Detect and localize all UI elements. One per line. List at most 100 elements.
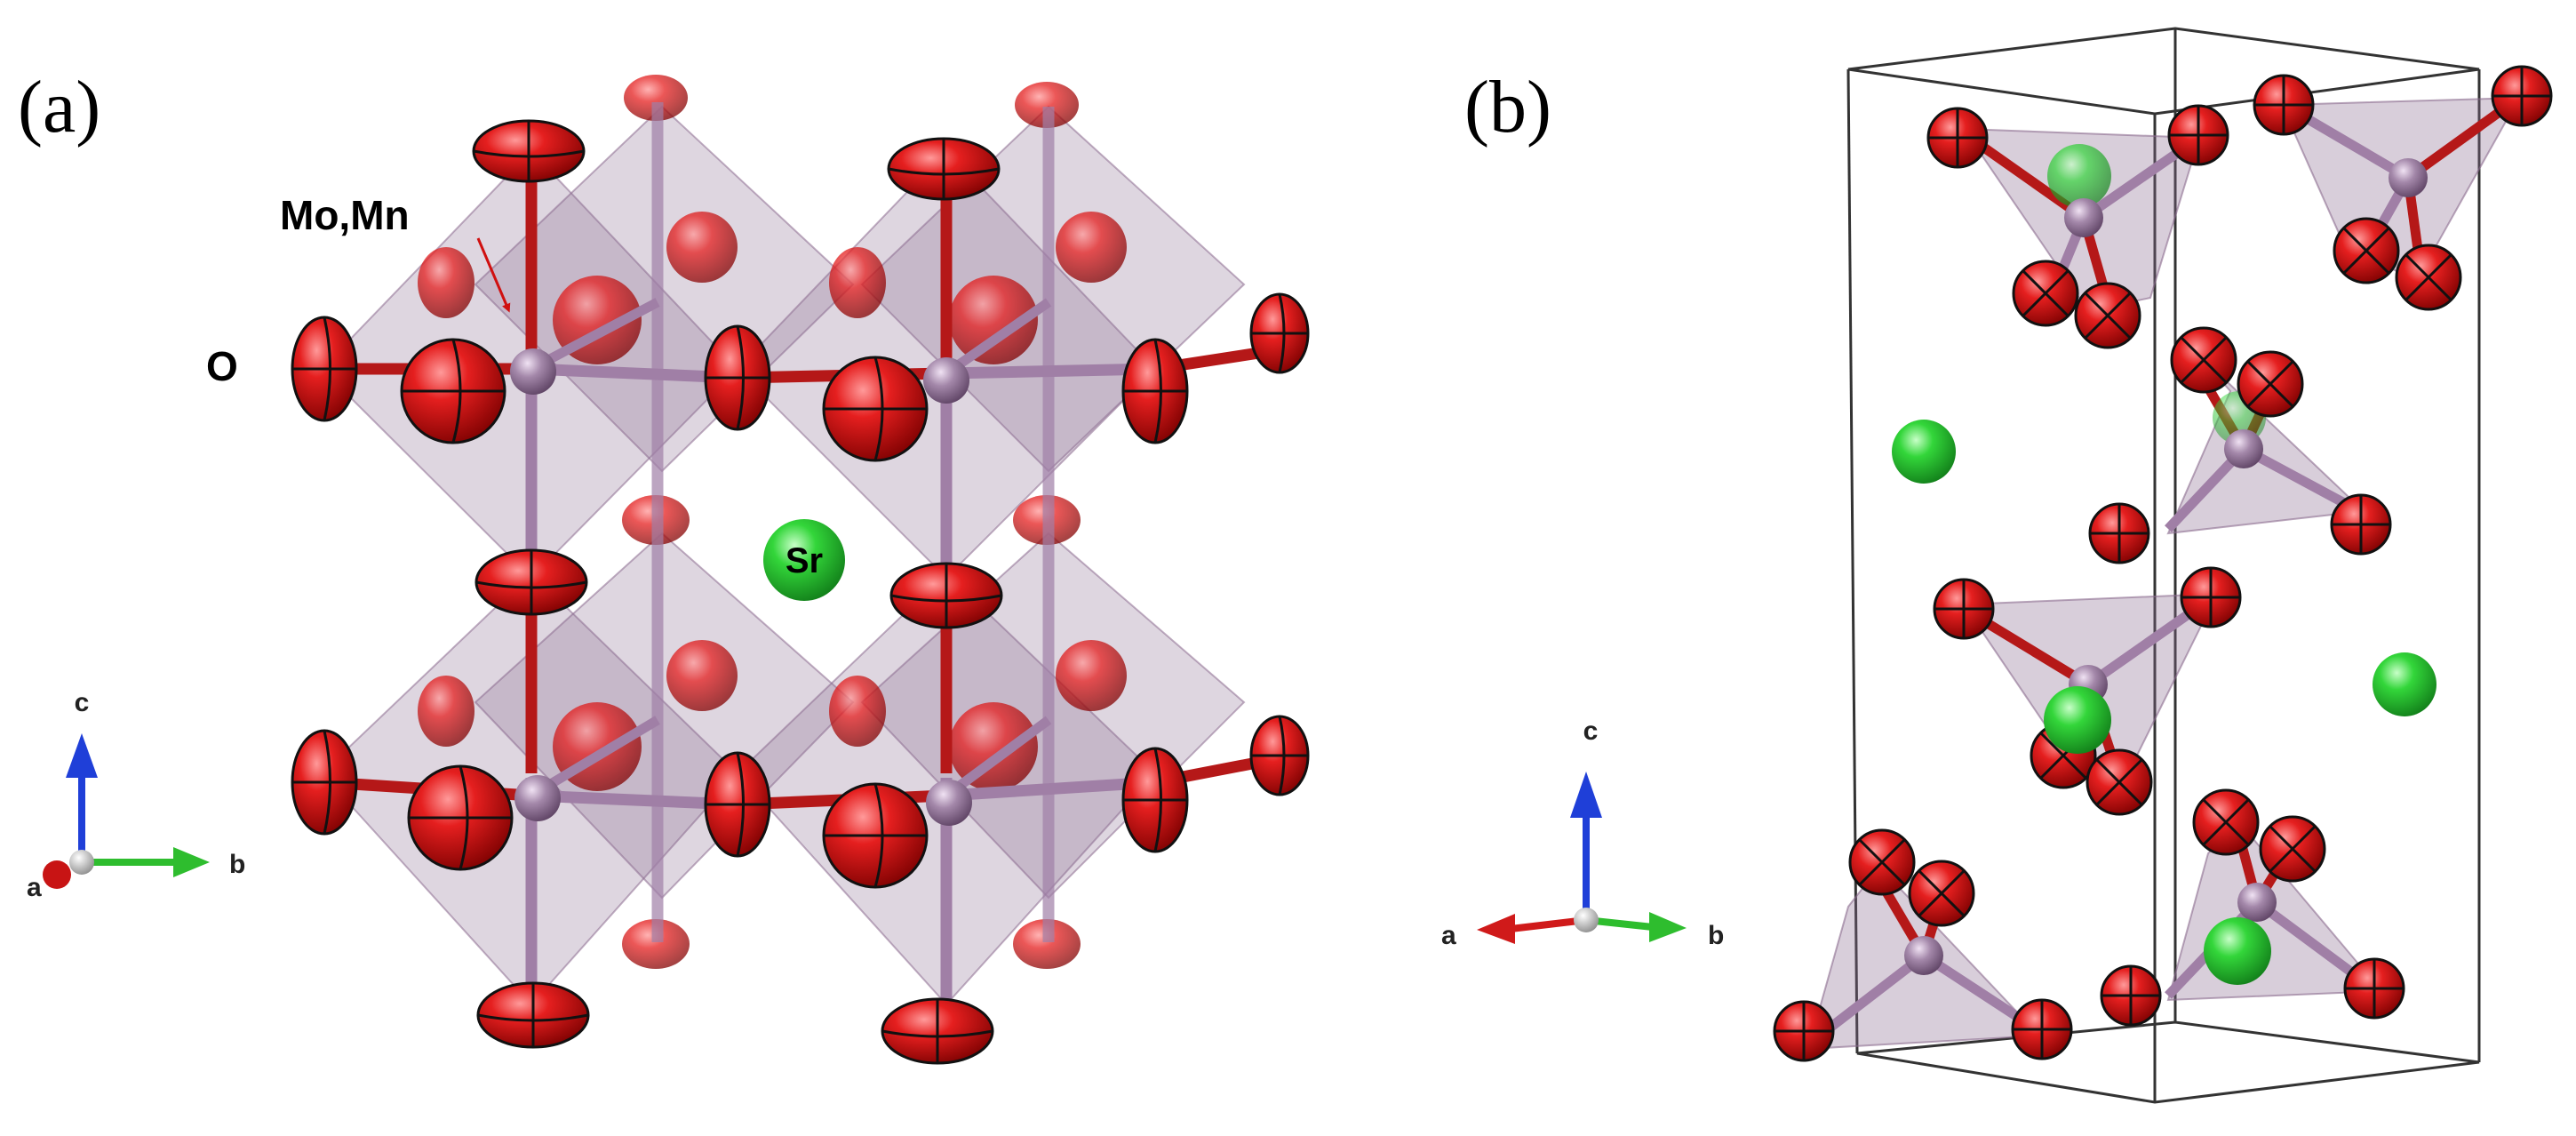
oxygen-atom [2100, 964, 2162, 1027]
cation-atom [2064, 198, 2103, 237]
oxygen-atom [291, 316, 358, 422]
oxygen-atom [622, 919, 690, 969]
oxygen-atom [2192, 788, 2260, 856]
panel-a-back-atoms [418, 75, 1127, 969]
panel-a-cations [510, 348, 972, 826]
oxygen-atom [2343, 957, 2405, 1020]
oxygen-atom [1056, 640, 1127, 711]
axis-a-label: a [27, 873, 42, 902]
strontium-atom [2204, 917, 2271, 985]
axis-origin [69, 850, 94, 875]
oxygen-atom [666, 212, 738, 283]
oxygen-atom [2237, 350, 2304, 418]
oxygen-atom [822, 782, 929, 889]
oxygen-atom [2011, 998, 2073, 1060]
oxygen-atom [418, 247, 475, 318]
oxygen-atom [704, 751, 771, 858]
cation-atom [923, 357, 969, 404]
axis-a-label: a [1441, 921, 1456, 950]
oxygen-atom [1773, 1000, 1835, 1062]
oxygen-atom [1908, 860, 1975, 927]
mo-mn-pointer-arrow [476, 237, 511, 313]
oxygen-atom [2088, 502, 2150, 564]
unit-cell-box [1846, 27, 2481, 1104]
axis-c-arrow [66, 733, 98, 778]
oxygen-atom [2180, 566, 2242, 628]
strontium-atom [763, 519, 845, 601]
bond [945, 776, 1156, 802]
strontium-atom [2373, 652, 2436, 716]
panel-b-label: (b) [1464, 66, 1551, 148]
oxygen-atom [887, 137, 1001, 201]
oxygen-atom [1249, 292, 1310, 374]
bond [945, 363, 1156, 380]
panel-b-axis-triad: c a b [1441, 716, 1724, 950]
oxygen-atom [2333, 217, 2400, 284]
oxygen-atom [2491, 65, 2553, 127]
axis-c-label: c [75, 688, 90, 717]
oxygen-atom [949, 702, 1038, 791]
oxygen-atom [624, 75, 688, 121]
cation-atom [514, 775, 561, 821]
oxygen-atom [1848, 828, 1916, 896]
panel-a-front-atoms [291, 119, 1310, 1065]
oxygen-atom [472, 119, 586, 183]
axis-b-arrow [173, 847, 210, 877]
oxygen-atom [2395, 244, 2462, 311]
axis-origin [1574, 908, 1599, 932]
oxygen-atom [704, 324, 771, 431]
oxygen-atom [822, 356, 929, 462]
oxygen-atom [291, 729, 358, 836]
oxygen-label: O [206, 343, 238, 389]
oxygen-atom [881, 997, 994, 1065]
oxygen-atom [949, 276, 1038, 364]
oxygen-atom [1926, 107, 1989, 169]
oxygen-atom [1056, 212, 1127, 283]
panel-a: (a) [18, 66, 1310, 1065]
bond [530, 363, 738, 384]
oxygen-atom [2086, 748, 2153, 816]
axis-b-arrow [1649, 912, 1687, 942]
oxygen-atom [407, 764, 514, 871]
strontium-atom [1892, 420, 1956, 484]
bond [943, 298, 1052, 378]
panel-b: (b) [1441, 27, 2553, 1104]
oxygen-atom [400, 338, 506, 444]
oxygen-atom [476, 981, 590, 1049]
oxygen-atom [1121, 338, 1189, 444]
oxygen-atom [2259, 815, 2326, 883]
oxygen-atom [2012, 260, 2079, 327]
axis-a-marker [43, 860, 71, 889]
bond [943, 716, 1052, 800]
panel-a-label: (a) [18, 66, 100, 148]
strontium-atom [2044, 686, 2111, 754]
strontium-label: Sr [786, 541, 823, 580]
oxygen-atom [418, 676, 475, 747]
bond [530, 789, 738, 811]
oxygen-atom [2167, 104, 2229, 166]
panel-b-oxygens [1773, 65, 2553, 1062]
oxygen-atom [2253, 74, 2315, 136]
cation-atom [2389, 158, 2428, 197]
cation-atom [510, 348, 556, 395]
oxygen-atom [1933, 578, 1995, 640]
oxygen-atom [1015, 82, 1079, 128]
mo-mn-label: Mo,Mn [280, 192, 410, 238]
axis-c-arrow [1570, 772, 1602, 818]
axis-c-label: c [1583, 716, 1599, 746]
oxygen-atom [475, 548, 588, 616]
oxygen-atom [829, 676, 886, 747]
cation-atom [2237, 883, 2277, 922]
oxygen-atom [1013, 919, 1081, 969]
cation-atom [2224, 429, 2263, 468]
cation-atom [926, 780, 972, 826]
strontium-atom [2047, 144, 2111, 208]
oxygen-atom [1249, 715, 1310, 796]
oxygen-atom [2074, 282, 2141, 349]
panel-b-cations [1904, 158, 2428, 975]
panel-a-axis-triad: c b a [27, 688, 245, 902]
axis-b-label: b [1708, 921, 1724, 950]
cation-atom [1904, 936, 1943, 975]
oxygen-atom [666, 640, 738, 711]
